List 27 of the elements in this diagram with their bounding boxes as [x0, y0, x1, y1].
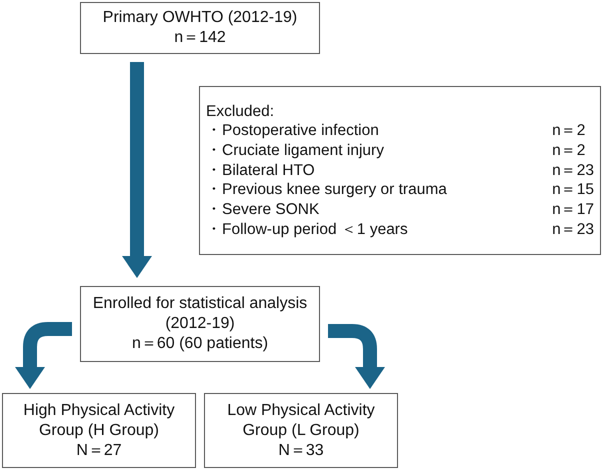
exclusion-reason: ・Postoperative infection [206, 121, 379, 141]
box-title: High Physical Activity Group (H Group) [22, 400, 176, 440]
exclusion-count: n＝23 [552, 220, 594, 240]
exclusion-count: n＝23 [552, 160, 594, 180]
sample-size: N＝33 [278, 440, 324, 460]
exclusion-reason: ・Severe SONK [206, 200, 320, 220]
box-heading: Excluded: [206, 102, 274, 122]
exclusion-reason: ・Follow-up period ＜1 years [206, 220, 408, 240]
exclusion-count: n＝17 [552, 200, 594, 220]
block-arrow [122, 62, 152, 278]
sample-size: n＝142 [174, 28, 226, 48]
exclusion-reason: ・Bilateral HTO [206, 160, 315, 180]
process-box [80, 286, 320, 362]
box-title: Low Physical Activity Group (L Group) [226, 400, 376, 440]
sample-size: N＝27 [76, 440, 122, 460]
exclusion-count: n＝15 [552, 180, 594, 200]
process-box [80, 2, 320, 54]
exclusion-reason: ・Previous knee surgery or trauma [206, 180, 447, 200]
exclusion-reason: ・Cruciate ligament injury [206, 140, 384, 161]
exclusion-count: n＝2 [552, 121, 586, 141]
box-title: Primary OWHTO (2012-19) [102, 8, 298, 28]
process-box [2, 393, 196, 468]
sample-size: n＝60 (60 patients) [132, 334, 268, 354]
exclusion-box [199, 86, 601, 255]
process-box [204, 393, 398, 468]
exclusion-count: n＝2 [552, 140, 586, 161]
box-title: Enrolled for statistical analysis (2012-19) [92, 294, 308, 334]
